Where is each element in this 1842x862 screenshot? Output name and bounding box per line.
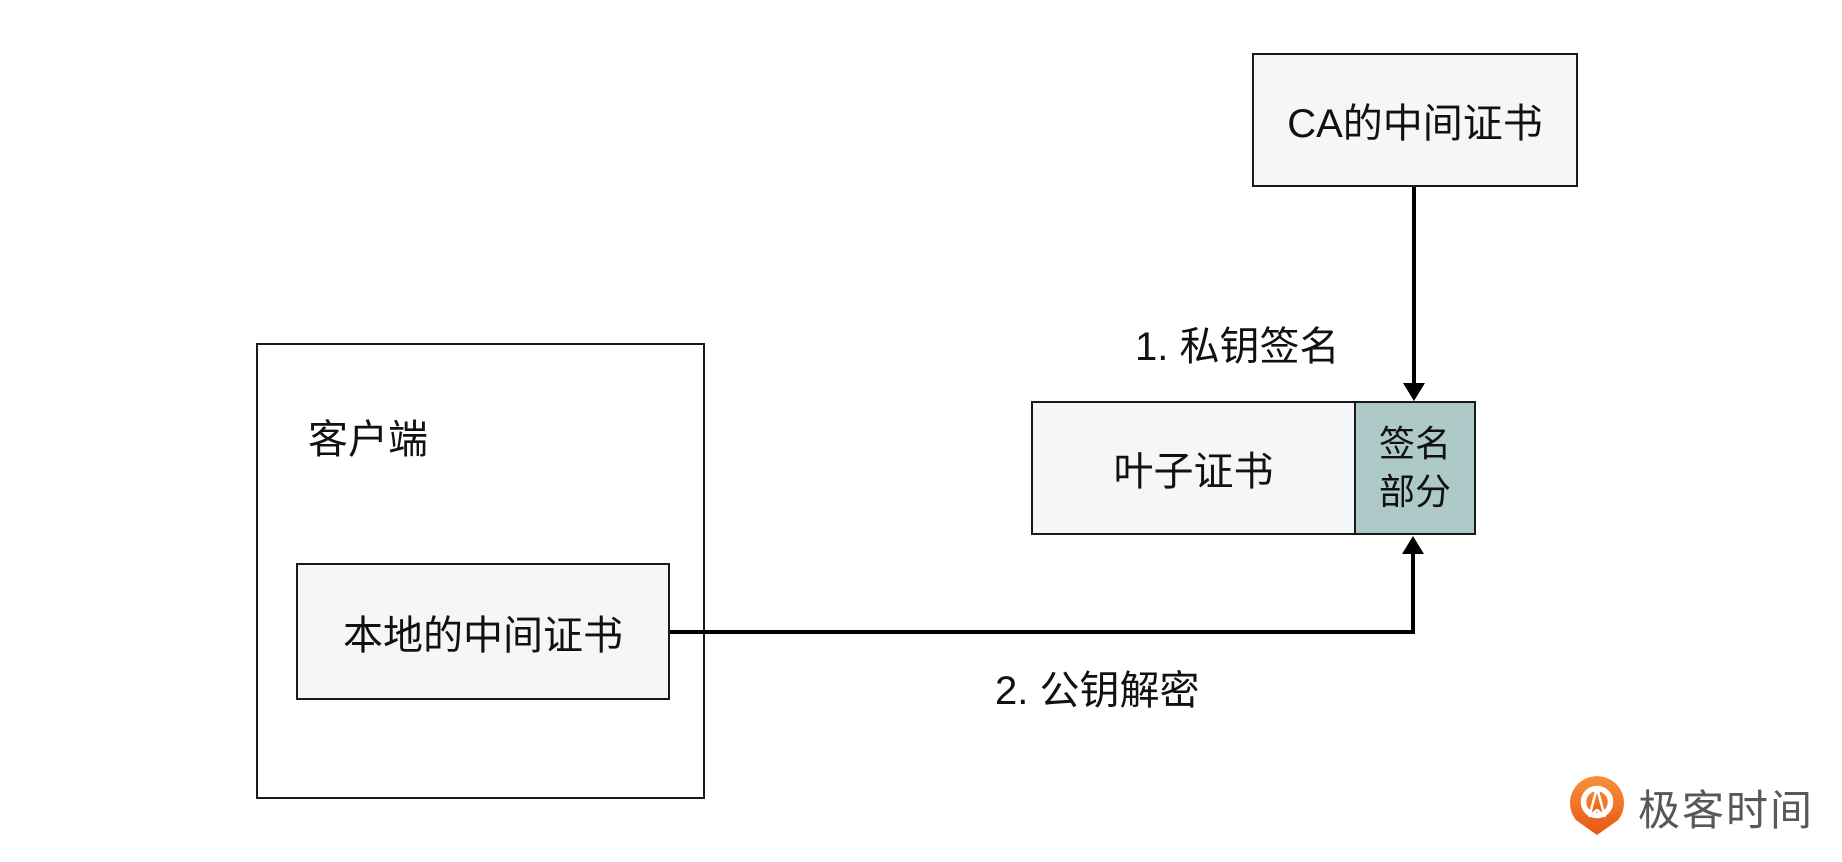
local-intermediate-cert-box: 本地的中间证书 — [296, 563, 670, 700]
ca-intermediate-cert-label: CA的中间证书 — [1287, 102, 1543, 146]
ca-intermediate-cert-box: CA的中间证书 — [1252, 53, 1578, 187]
verify-arrow-horizontal-line — [670, 630, 1415, 634]
step2-public-key-decrypt-label: 2. 公钥解密 — [995, 669, 1200, 713]
verify-arrow-head-up-icon — [1402, 536, 1424, 554]
geektime-logo-text: 极客时间 — [1638, 786, 1815, 834]
sign-arrow-head-down-icon — [1403, 383, 1425, 401]
sign-arrow-line — [1412, 187, 1416, 385]
geektime-pin-icon — [1570, 776, 1624, 835]
signature-section: 签名 部分 — [1354, 403, 1474, 533]
geektime-logo: 极客时间 — [1568, 776, 1814, 838]
leaf-cert-label: 叶子证书 — [1113, 450, 1274, 494]
client-label: 客户端 — [308, 418, 428, 462]
verify-arrow-vertical-line — [1411, 552, 1415, 634]
signature-label-line1: 签名 — [1378, 423, 1451, 464]
local-intermediate-cert-label: 本地的中间证书 — [343, 613, 623, 658]
signature-label-line2: 部分 — [1378, 471, 1451, 512]
leaf-cert-main-section: 叶子证书 — [1033, 403, 1354, 533]
step1-private-key-sign-label: 1. 私钥签名 — [1135, 325, 1340, 369]
leaf-cert-box: 叶子证书 签名 部分 — [1031, 401, 1476, 535]
